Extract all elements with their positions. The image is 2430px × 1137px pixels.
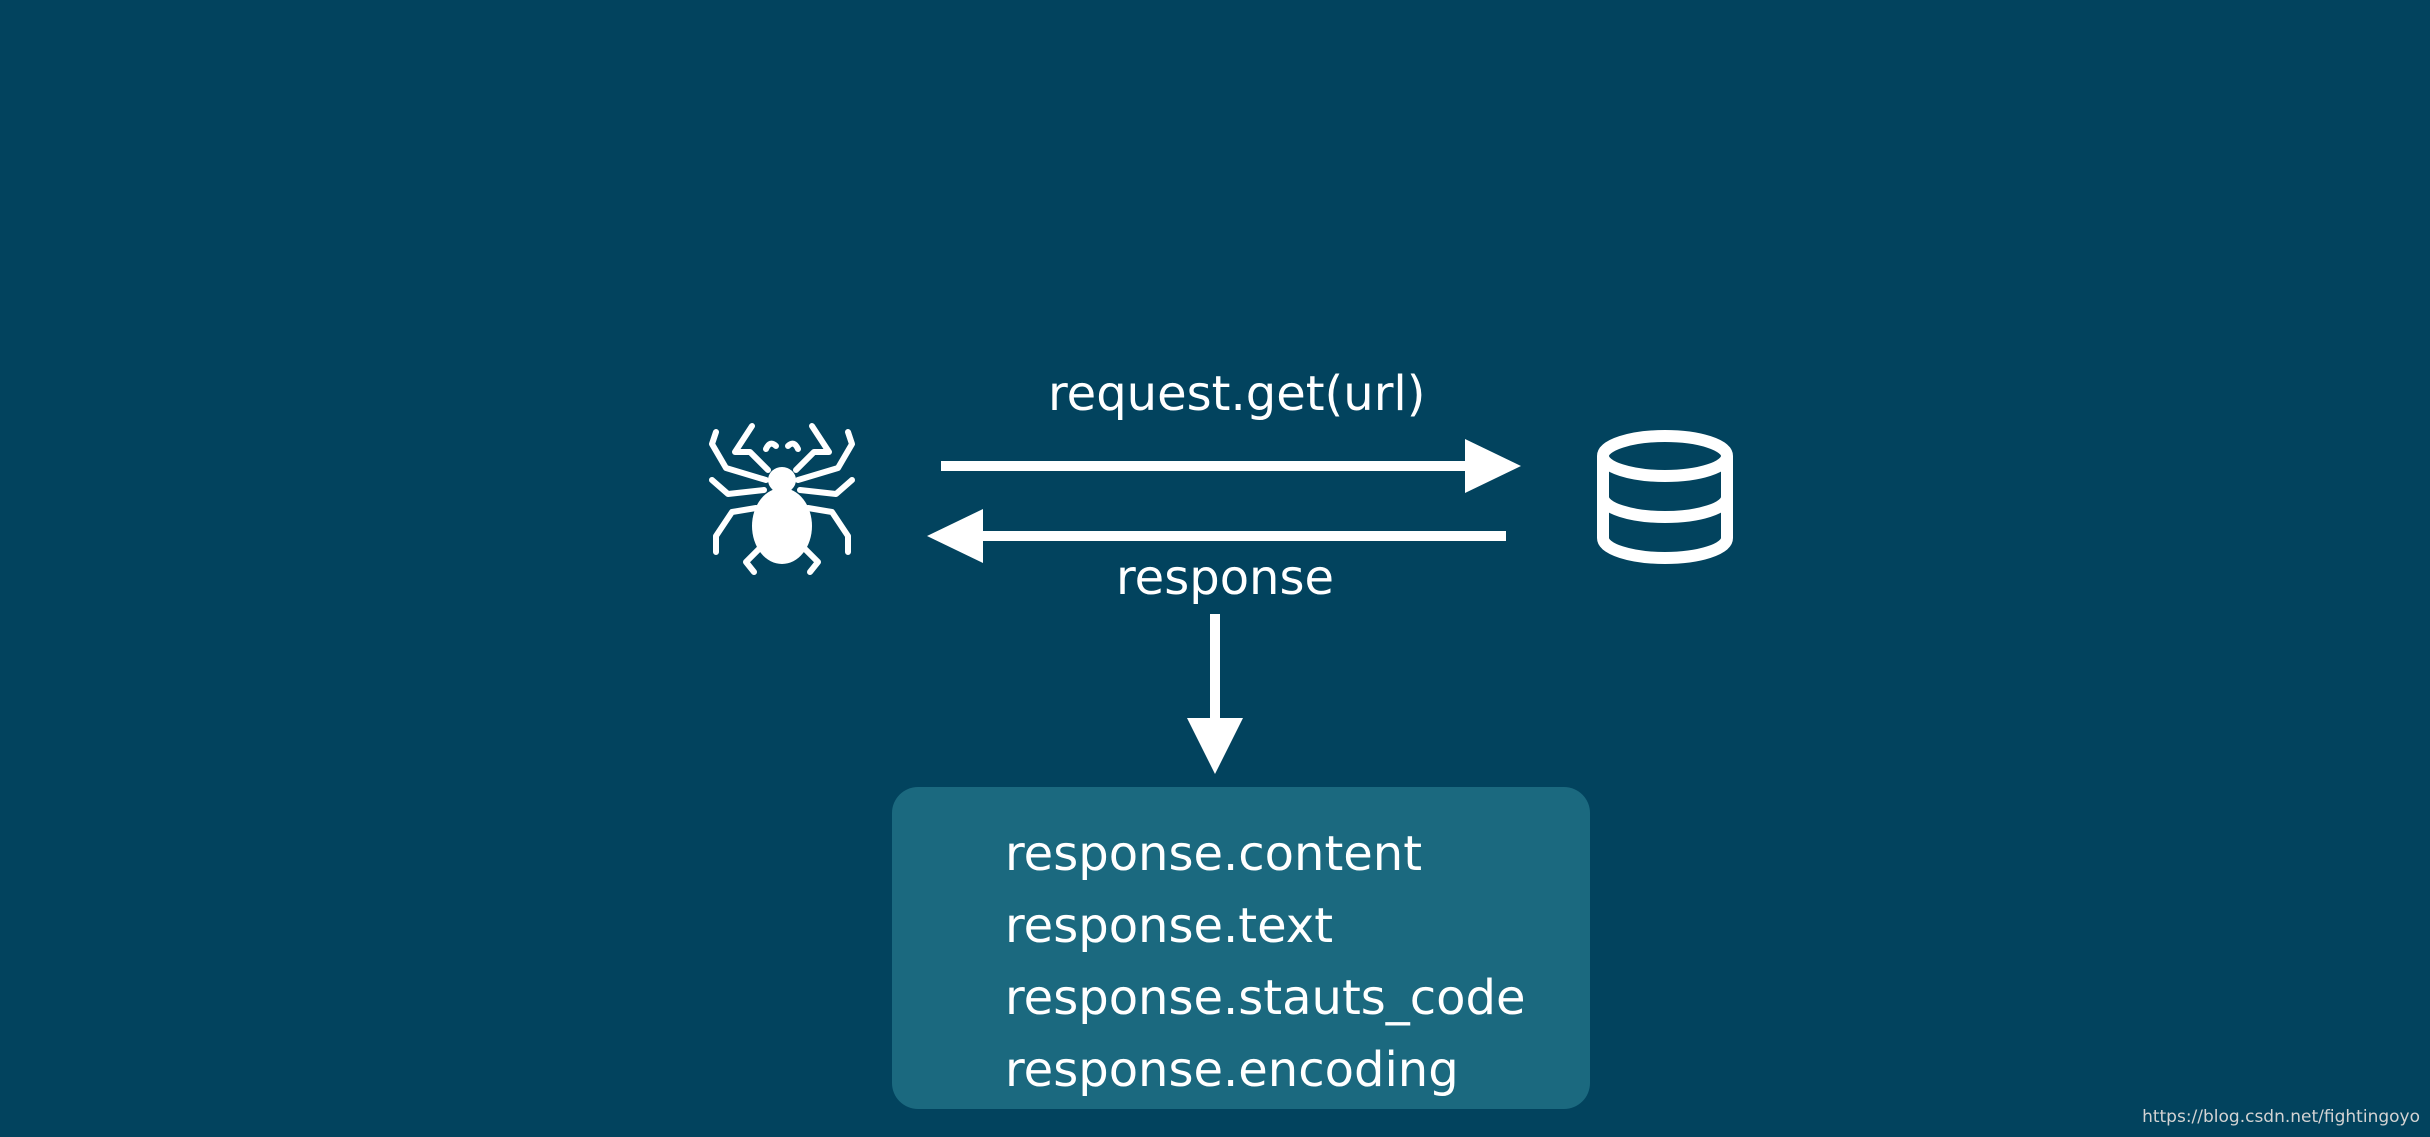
attribute-item: response.stauts_code <box>1005 970 1526 1026</box>
response-attributes-list: response.content response.text response.… <box>1005 818 1526 1106</box>
request-arrow <box>941 439 1521 493</box>
response-attributes-box <box>892 787 1590 1109</box>
attribute-item: response.encoding <box>1005 1042 1459 1098</box>
response-label: response <box>1116 550 1335 606</box>
spider-icon <box>709 423 855 575</box>
request-label: request.get(url) <box>1048 366 1426 422</box>
attribute-item: response.text <box>1005 898 1334 954</box>
response-arrow <box>927 509 1506 563</box>
down-arrow <box>1187 614 1243 774</box>
database-icon <box>1597 430 1733 564</box>
watermark: https://blog.csdn.net/fightingoyo <box>2142 1107 2420 1127</box>
attribute-item: response.content <box>1005 826 1423 882</box>
